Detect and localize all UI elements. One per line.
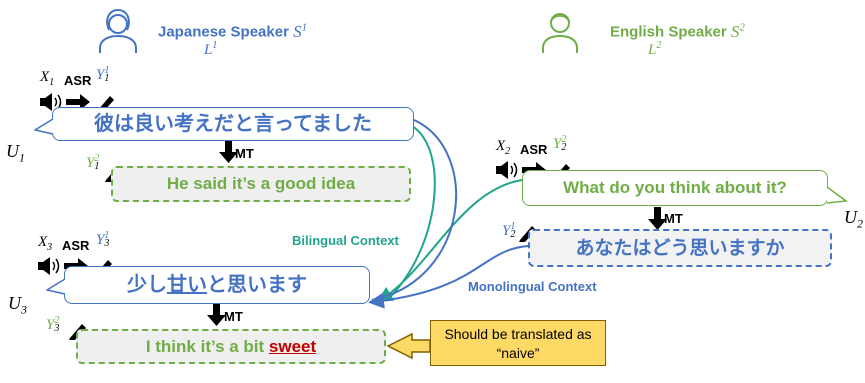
u3-translation-text: I think it’s a bit bbox=[145, 337, 269, 356]
mt-arrow-u3 bbox=[207, 303, 226, 326]
speaker-sound-icon bbox=[38, 257, 60, 275]
u2-bubble-tail bbox=[826, 186, 848, 204]
speaker-symbol: S1 bbox=[293, 21, 308, 41]
u1-source-text: 彼は良い考えだと言ってました bbox=[94, 111, 372, 135]
english-speaker-person-icon bbox=[542, 13, 578, 53]
u3-translation: I think it’s a bit sweet bbox=[76, 329, 386, 364]
speaker-symbol: S2 bbox=[730, 21, 745, 41]
u2-source-text: What do you think about it? bbox=[563, 178, 787, 197]
callout-arrow bbox=[386, 332, 431, 360]
u2-translation: あなたはどう思いますか bbox=[528, 229, 832, 267]
u3-source-text-underlined: 甘い bbox=[167, 272, 207, 296]
bilingual-context-label: Bilingual Context bbox=[292, 233, 399, 248]
asr-label-u1: ASR bbox=[64, 73, 92, 88]
u3-bubble-tail bbox=[46, 278, 66, 295]
japanese-speaker-title: Japanese Speaker S1 bbox=[158, 21, 307, 42]
u1-source-utterance: 彼は良い考えだと言ってました bbox=[52, 107, 414, 141]
x3-label: X3 bbox=[38, 234, 53, 253]
speaker-title-text: English Speaker bbox=[610, 23, 727, 41]
english-language-label: L2 bbox=[648, 40, 662, 58]
bilingual-curve-u2 bbox=[376, 179, 523, 303]
english-speaker-title: English Speaker S2 bbox=[610, 21, 745, 42]
u1-translation-text: He said it’s a good idea bbox=[166, 174, 356, 193]
u3-label: U3 bbox=[8, 293, 27, 317]
speaker-sound-icon bbox=[496, 161, 518, 179]
speaker-sound-icon bbox=[40, 93, 62, 111]
u2-source-utterance: What do you think about it? bbox=[522, 170, 828, 206]
u3-source-utterance: 少し甘いと思います bbox=[64, 266, 370, 304]
u1-bubble-tail bbox=[34, 118, 54, 135]
asr-label-u2: ASR bbox=[520, 142, 548, 157]
mt-arrow-u1 bbox=[219, 140, 238, 163]
u1-label: U1 bbox=[6, 141, 25, 165]
monolingual-context-label: Monolingual Context bbox=[468, 279, 597, 294]
x1-label: X1 bbox=[40, 69, 55, 88]
japanese-speaker-person-icon bbox=[99, 8, 137, 53]
mt-label-u1: MT bbox=[235, 146, 254, 161]
u2-translation-text: あなたはどう思いますか bbox=[575, 237, 785, 259]
mt-arrow-u2 bbox=[648, 207, 667, 230]
u3-translation-error-word: sweet bbox=[268, 337, 317, 356]
callout-line-2: “naive” bbox=[496, 345, 540, 361]
callout-line-1: Should be translated as bbox=[444, 326, 592, 342]
u3-source-text-a: 少し bbox=[127, 272, 167, 296]
correction-callout: Should be translated as “naive” bbox=[430, 320, 606, 366]
x2-label: X2 bbox=[496, 138, 511, 157]
mt-label-u2: MT bbox=[664, 211, 683, 226]
monolingual-curve-u1 bbox=[371, 119, 457, 301]
speaker-title-text: Japanese Speaker bbox=[158, 23, 289, 41]
monolingual-curve-y21 bbox=[368, 245, 529, 309]
u3-source-text-c: と思います bbox=[207, 272, 307, 296]
right-arrow-icon bbox=[66, 94, 90, 110]
u2-label: U2 bbox=[844, 207, 863, 231]
asr-label-u3: ASR bbox=[62, 238, 90, 253]
mt-label-u3: MT bbox=[224, 309, 243, 324]
u1-translation: He said it’s a good idea bbox=[111, 166, 411, 202]
japanese-language-label: L1 bbox=[204, 40, 218, 58]
